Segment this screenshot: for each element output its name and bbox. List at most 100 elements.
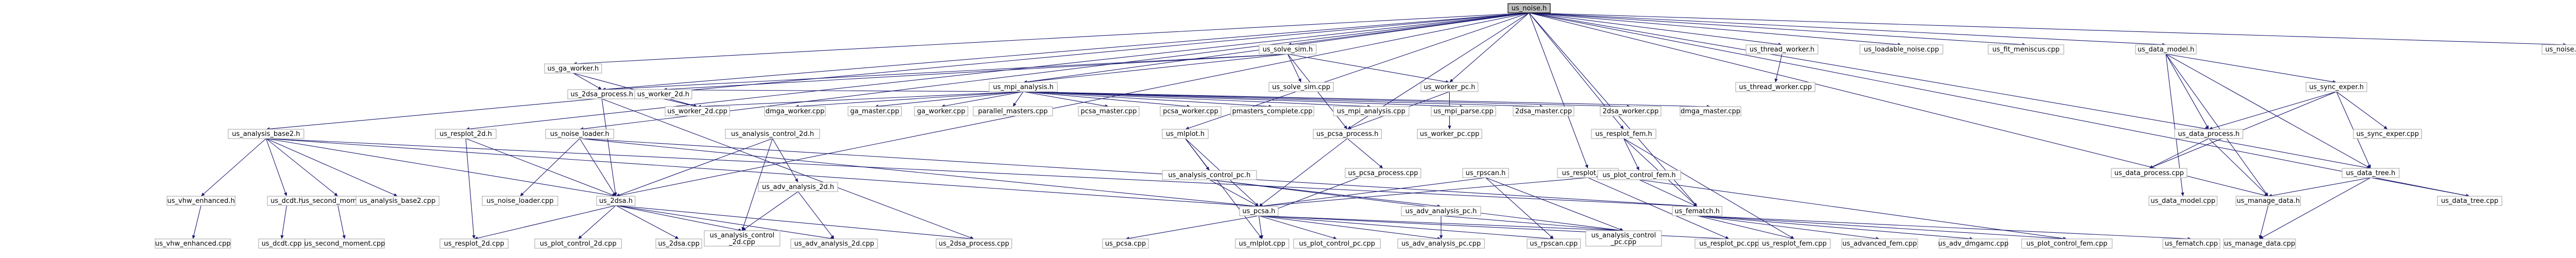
node-us-resplot-fem-cpp[interactable]: us_resplot_fem.cpp (1758, 238, 1831, 249)
node-us-2dsa-process-cpp[interactable]: us_2dsa_process.cpp (936, 238, 1012, 249)
node-us-2dsa-h[interactable]: us_2dsa.h (596, 196, 636, 206)
node-us-worker-pc-cpp[interactable]: us_worker_pc.cpp (1417, 129, 1482, 139)
node-pcsa-master-cpp[interactable]: pcsa_master.cpp (1078, 106, 1140, 116)
node-parallel-masters-cpp[interactable]: parallel_masters.cpp (973, 106, 1053, 116)
node-us-loadable-noise-cpp[interactable]: us_loadable_noise.cpp (1859, 44, 1943, 55)
node-label: us_pcsa.cpp (1105, 240, 1146, 248)
node-us-pcsa-process-h[interactable]: us_pcsa_process.h (1313, 129, 1382, 139)
edge-us-data-model-h-to-us-data-process-h (2165, 54, 2209, 129)
node-us-2dsa-process-h[interactable]: us_2dsa_process.h (567, 89, 636, 99)
edge-us-resplot-fem-h-to-us-resplot-fem-cpp (1623, 138, 1794, 239)
node-us-analysis-base2-cpp[interactable]: us_analysis_base2.cpp (355, 196, 439, 206)
node-ga-worker-cpp[interactable]: ga_worker.cpp (914, 106, 969, 116)
node-us-ga-worker-h[interactable]: us_ga_worker.h (544, 63, 602, 74)
edge-us-2dsa-h-to-us-analysis-control-2d-cpp (616, 205, 742, 232)
node-us-solve-sim-h[interactable]: us_solve_sim.h (1259, 44, 1317, 55)
node-us-data-process-h[interactable]: us_data_process.h (2174, 129, 2243, 139)
node--2dsa-worker-cpp[interactable]: 2dsa_worker.cpp (1600, 106, 1662, 116)
node-label: us_thread_worker.cpp (1739, 83, 1812, 91)
node-us-dcdt-h[interactable]: us_dcdt.h (267, 196, 307, 206)
node-box (989, 82, 1058, 92)
node-us-rpscan-cpp[interactable]: us_rpscan.cpp (1527, 238, 1581, 249)
node-us-vhw-enhanced-h[interactable]: us_vhw_enhanced.h (166, 196, 235, 206)
node-us-analysis-control-2d-cpp[interactable]: us_analysis_control_2d.cpp (704, 230, 781, 247)
node-us-rpscan-h[interactable]: us_rpscan.h (1462, 168, 1509, 178)
node-label: parallel_masters.cpp (978, 108, 1047, 115)
node-us-worker-pc-h[interactable]: us_worker_pc.h (1420, 82, 1479, 92)
node-box (1401, 206, 1481, 216)
node-us-analysis-control-pc-cpp[interactable]: us_analysis_control_pc.cpp (1585, 230, 1662, 247)
node-pmasters-complete-cpp[interactable]: pmasters_complete.cpp (1230, 106, 1314, 116)
node-us-second-moment-cpp[interactable]: us_second_moment.cpp (304, 238, 385, 249)
node-box (1313, 129, 1382, 139)
node-label: ga_worker.cpp (917, 108, 965, 115)
node-box (1397, 238, 1485, 249)
edge-us-noise-h-to-us-resplot-pc-h (1529, 12, 1588, 168)
node-us-resplot-2d-h[interactable]: us_resplot_2d.h (435, 129, 497, 139)
node-us-analysis-control-2d-h[interactable]: us_analysis_control_2d.h (725, 129, 820, 139)
node-us-fematch-cpp[interactable]: us_fematch.cpp (2162, 238, 2221, 249)
node-us-pcsa-process-cpp[interactable]: us_pcsa_process.cpp (1345, 168, 1421, 178)
node-us-mlplot-h[interactable]: us_mlplot.h (1162, 129, 1209, 139)
node-us-mpi-parse-cpp[interactable]: us_mpi_parse.cpp (1431, 106, 1496, 116)
edge-us-noise-h-to-us-data-tree-cpp (1529, 12, 2470, 197)
node-us-2dsa-cpp[interactable]: us_2dsa.cpp (655, 238, 702, 249)
node-us-solve-sim-cpp[interactable]: us_solve_sim.cpp (1268, 82, 1334, 92)
node-us-resplot-fem-h[interactable]: us_resplot_fem.h (1591, 129, 1656, 139)
node-us-manage-data-h[interactable]: us_manage_data.h (2235, 196, 2301, 206)
edge-us-2dsa-h-to-us-plot-control-2d-cpp (578, 205, 616, 239)
node-us-resplot-2d-cpp[interactable]: us_resplot_2d.cpp (439, 238, 509, 249)
node-us-adv-analysis-pc-cpp[interactable]: us_adv_analysis_pc.cpp (1397, 238, 1485, 249)
node-us-noise-h[interactable]: us_noise.h (1507, 3, 1551, 13)
node-us-analysis-base2-h[interactable]: us_analysis_base2.h (228, 129, 304, 139)
node-label: us_analysis_control (710, 232, 775, 239)
nodes-layer: us_noise.h us_analysis_base2.h us_ga_worke… (155, 3, 2576, 249)
node-us-thread-worker-cpp[interactable]: us_thread_worker.cpp (1735, 82, 1816, 92)
node-us-vhw-enhanced-cpp[interactable]: us_vhw_enhanced.cpp (155, 238, 231, 249)
node-us-analysis-control-pc-h[interactable]: us_analysis_control_pc.h (1162, 170, 1257, 180)
node-us-fematch-h[interactable]: us_fematch.h (1672, 206, 1723, 216)
node-us-advanced-fem-cpp[interactable]: us_advanced_fem.cpp (1841, 238, 1918, 249)
edge-us-analysis-base2-h-to-us-second-moment-h (266, 138, 338, 196)
node-us-plot-control-fem-cpp[interactable]: us_plot_control_fem.cpp (2021, 238, 2113, 249)
node-us-dcdt-cpp[interactable]: us_dcdt.cpp (258, 238, 305, 249)
node-us-sync-exper-h[interactable]: us_sync_exper.h (2306, 82, 2367, 92)
node-us-mpi-analysis-h[interactable]: us_mpi_analysis.h (989, 82, 1058, 92)
node-us-data-model-h[interactable]: us_data_model.h (2135, 44, 2197, 55)
node-ga-master-cpp[interactable]: ga_master.cpp (848, 106, 902, 116)
node-us-noise-loader-h[interactable]: us_noise_loader.h (545, 129, 614, 139)
node-us-plot-control-2d-cpp[interactable]: us_plot_control_2d.cpp (534, 238, 622, 249)
node-us-adv-dmgamc-cpp[interactable]: us_adv_dmgamc.cpp (1938, 238, 2009, 249)
node-us-data-process-cpp[interactable]: us_data_process.cpp (2111, 168, 2188, 178)
node-us-worker-2d-h[interactable]: us_worker_2d.h (634, 89, 692, 99)
node-us-resplot-pc-cpp[interactable]: us_resplot_pc.cpp (1694, 238, 1764, 249)
node-label: us_data_tree.h (2346, 169, 2395, 177)
node-dmga-worker-cpp[interactable]: dmga_worker.cpp (764, 106, 826, 116)
node-us-data-model-cpp[interactable]: us_data_model.cpp (2148, 196, 2217, 206)
node-us-adv-analysis-2d-cpp[interactable]: us_adv_analysis_2d.cpp (790, 238, 878, 249)
node-us-sync-exper-cpp[interactable]: us_sync_exper.cpp (2353, 129, 2422, 139)
edge-us-mpi-analysis-h-to-dmga-worker-cpp (795, 91, 1024, 108)
node--2dsa-master-cpp[interactable]: 2dsa_master.cpp (1513, 106, 1574, 116)
node-us-thread-worker-h[interactable]: us_thread_worker.h (1745, 44, 1819, 55)
node-us-fit-meniscus-cpp[interactable]: us_fit_meniscus.cpp (1988, 44, 2064, 55)
node-label: _2d.cpp (728, 238, 755, 246)
node-us-noise-loader-cpp[interactable]: us_noise_loader.cpp (482, 196, 558, 206)
node-us-pcsa-cpp[interactable]: us_pcsa.cpp (1102, 238, 1149, 249)
node-us-data-tree-cpp[interactable]: us_data_tree.cpp (2437, 196, 2502, 206)
node-us-plot-control-pc-cpp[interactable]: us_plot_control_pc.cpp (1293, 238, 1381, 249)
edge-us-noise-loader-h-to-us-pcsa-h (580, 138, 1259, 208)
node-us-mlplot-cpp[interactable]: us_mlplot.cpp (1235, 238, 1290, 249)
node-us-adv-analysis-2d-h[interactable]: us_adv_analysis_2d.h (758, 182, 838, 192)
node-us-pcsa-h[interactable]: us_pcsa.h (1239, 206, 1279, 216)
node-us-worker-2d-cpp[interactable]: us_worker_2d.cpp (665, 106, 730, 116)
node-dmga-master-cpp[interactable]: dmga_master.cpp (1680, 106, 1741, 116)
edge-us-noise-h-to-us-ga-worker-h (573, 12, 1530, 65)
node-us-plot-control-fem-h[interactable]: us_plot_control_fem.h (1597, 170, 1681, 180)
node-us-data-tree-h[interactable]: us_data_tree.h (2342, 168, 2400, 178)
node-pcsa-worker-cpp[interactable]: pcsa_worker.cpp (1160, 106, 1222, 116)
node-us-manage-data-cpp[interactable]: us_manage_data.cpp (2223, 238, 2296, 249)
node-us-noise-cpp[interactable]: us_noise.cpp (2541, 44, 2576, 55)
node-us-mpi-analysis-cpp[interactable]: us_mpi_analysis.cpp (1333, 106, 1410, 116)
node-us-adv-analysis-pc-h[interactable]: us_adv_analysis_pc.h (1401, 206, 1481, 216)
